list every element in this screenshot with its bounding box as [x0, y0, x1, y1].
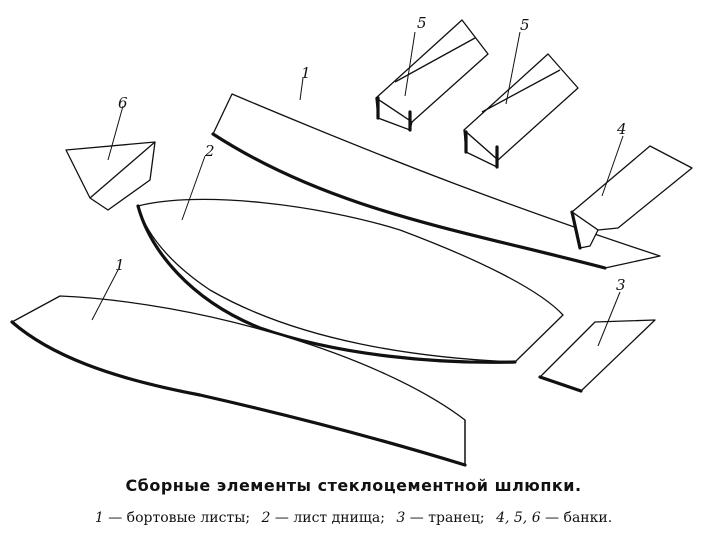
label-side-sheet-lower: 1 [115, 256, 125, 274]
legend-num-4: 4, 5, 6 [496, 510, 541, 526]
label-bench-6: 6 [118, 94, 128, 112]
bench-5b [463, 53, 579, 169]
legend-text-2: — лист днища; [274, 510, 385, 526]
label-bench-4: 4 [616, 120, 627, 138]
figure-legend: 1 — бортовые листы; 2 — лист днища; 3 — … [0, 510, 707, 526]
bench-6 [65, 141, 156, 211]
figure-caption: Сборные элементы стеклоцементной шлюпки. [125, 476, 582, 495]
side-sheet-upper [211, 93, 661, 270]
side-sheet-lower [10, 295, 467, 467]
boat-parts-drawing: 1 5 5 4 6 2 1 3 [10, 14, 693, 467]
leader-lines [91, 31, 624, 347]
label-transom: 3 [616, 276, 626, 294]
bench-5a [375, 19, 489, 132]
label-bench-5a: 5 [417, 14, 427, 32]
bench-4 [570, 145, 693, 250]
legend-num-1: 1 [94, 510, 104, 526]
legend-text-4: — банки. [545, 510, 613, 526]
legend-num-3: 3 [396, 510, 406, 526]
legend-text-3: — транец; [409, 510, 485, 526]
transom [538, 319, 656, 393]
legend-num-2: 2 [261, 510, 271, 526]
label-bench-5b: 5 [520, 16, 530, 34]
label-side-sheet-upper: 1 [301, 64, 311, 82]
bottom-sheet [136, 198, 564, 364]
label-bottom-sheet: 2 [204, 142, 215, 160]
legend-text-1: — бортовые листы; [108, 510, 251, 526]
